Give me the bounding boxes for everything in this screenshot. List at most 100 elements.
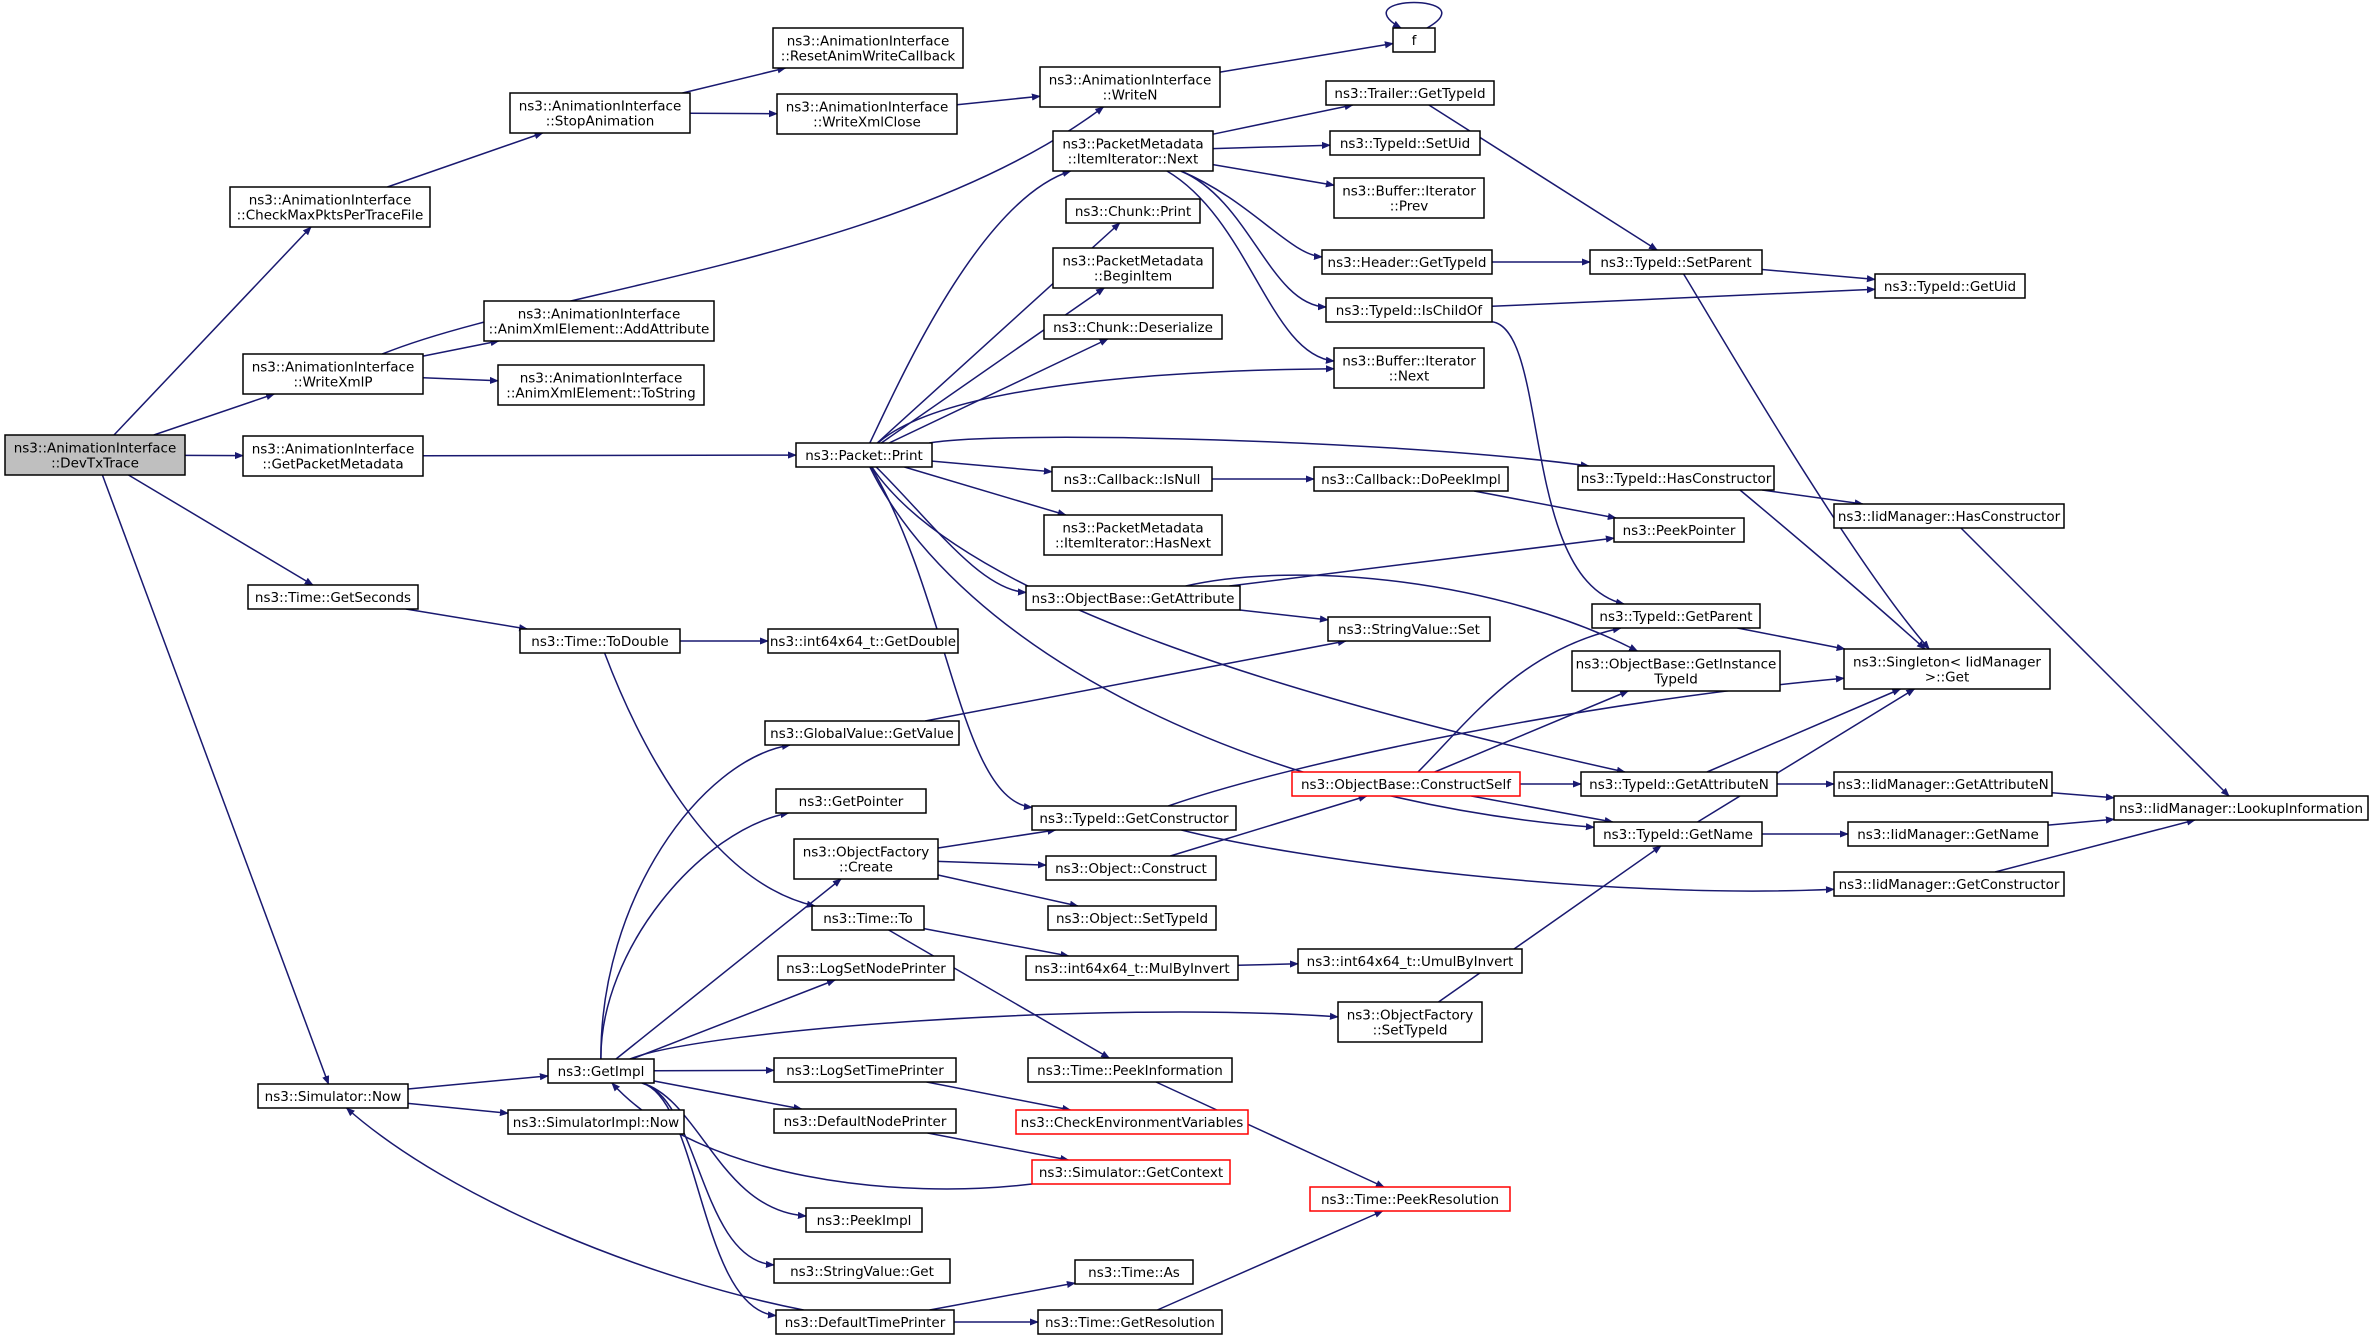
node-label: ns3::ObjectFactory <box>1347 1008 1474 1024</box>
node-getpointer[interactable]: ns3::GetPointer <box>775 788 927 814</box>
node-label: ns3::GetPointer <box>799 794 904 810</box>
node-timeto[interactable]: ns3::Time::To <box>811 905 925 931</box>
node-label: ns3::TypeId::IsChildOf <box>1336 303 1484 319</box>
node-label: ns3::TypeId::SetUid <box>1340 136 1470 152</box>
edge-setparent-to-getuid <box>1761 268 1876 283</box>
node-logsetnode[interactable]: ns3::LogSetNodePrinter <box>777 955 955 981</box>
node-addattr[interactable]: ns3::AnimationInterface::AnimXmlElement:… <box>483 300 715 342</box>
node-peekptr[interactable]: ns3::PeekPointer <box>1613 517 1745 543</box>
node-getres[interactable]: ns3::Time::GetResolution <box>1037 1309 1223 1335</box>
node-label: ns3::PeekPointer <box>1623 523 1736 539</box>
node-objfactsettype[interactable]: ns3::ObjectFactory::SetTypeId <box>1337 1001 1483 1043</box>
node-setparent[interactable]: ns3::TypeId::SetParent <box>1589 249 1763 275</box>
edge-deftimeprinter-to-simnow <box>345 1107 804 1311</box>
node-label: ::Prev <box>1390 199 1429 215</box>
node-cbisnull[interactable]: ns3::Callback::IsNull <box>1051 466 1213 492</box>
node-writexmlp[interactable]: ns3::AnimationInterface::WriteXmlP <box>242 353 424 395</box>
node-checkenv[interactable]: ns3::CheckEnvironmentVariables <box>1015 1109 1249 1135</box>
node-todouble[interactable]: ns3::Time::ToDouble <box>519 628 681 654</box>
node-box <box>1333 347 1485 389</box>
node-objconstruct[interactable]: ns3::Object::Construct <box>1045 855 1217 881</box>
node-hasconstructor[interactable]: ns3::TypeId::HasConstructor <box>1577 465 1775 491</box>
node-box <box>1027 1057 1233 1083</box>
node-bufnext[interactable]: ns3::Buffer::Iterator::Next <box>1333 347 1485 389</box>
edge-todouble-to-timeto <box>603 652 816 908</box>
node-writen[interactable]: ns3::AnimationInterface::WriteN <box>1039 66 1221 108</box>
node-constructself[interactable]: ns3::ObjectBase::ConstructSelf <box>1291 771 1521 797</box>
edge-getres-to-peekres <box>1156 1210 1384 1311</box>
node-iidhascons[interactable]: ns3::IidManager::HasConstructor <box>1833 503 2065 529</box>
node-chunkdeser[interactable]: ns3::Chunk::Deserialize <box>1043 314 1223 340</box>
node-mulbyinvert[interactable]: ns3::int64x64_t::MulByInvert <box>1025 955 1239 981</box>
node-logsettime[interactable]: ns3::LogSetTimePrinter <box>773 1057 957 1083</box>
node-hasnext[interactable]: ns3::PacketMetadata::ItemIterator::HasNe… <box>1043 514 1223 556</box>
node-setuid[interactable]: ns3::TypeId::SetUid <box>1329 130 1481 156</box>
node-singleton[interactable]: ns3::Singleton< IidManager>::Get <box>1843 648 2051 690</box>
node-peekimpl[interactable]: ns3::PeekImpl <box>805 1207 923 1233</box>
node-getcons[interactable]: ns3::TypeId::GetConstructor <box>1031 805 1237 831</box>
node-peekres[interactable]: ns3::Time::PeekResolution <box>1309 1186 1511 1212</box>
node-chunkprint[interactable]: ns3::Chunk::Print <box>1065 198 1201 224</box>
node-timeas[interactable]: ns3::Time::As <box>1074 1259 1194 1285</box>
node-stringget[interactable]: ns3::StringValue::Get <box>773 1258 951 1284</box>
edge-getcons-to-iidgetcons <box>1181 829 1835 894</box>
node-f[interactable]: f <box>1392 27 1436 53</box>
edge-getattribute-to-stringset <box>1239 609 1329 623</box>
node-itemnext[interactable]: ns3::PacketMetadata::ItemIterator::Next <box>1052 130 1214 172</box>
node-objfactcreate[interactable]: ns3::ObjectFactory::Create <box>793 838 939 880</box>
node-lookup[interactable]: ns3::IidManager::LookupInformation <box>2113 795 2369 821</box>
node-label: ns3::ObjectFactory <box>803 845 930 861</box>
node-getparent[interactable]: ns3::TypeId::GetParent <box>1591 603 1761 629</box>
node-check[interactable]: ns3::AnimationInterface::CheckMaxPktsPer… <box>229 186 431 228</box>
node-iidgetname[interactable]: ns3::IidManager::GetName <box>1847 821 2049 847</box>
node-getattrn[interactable]: ns3::TypeId::GetAttributeN <box>1580 771 1778 797</box>
edge-objfactcreate-to-getcons <box>937 827 1057 849</box>
node-peekinfo[interactable]: ns3::Time::PeekInformation <box>1027 1057 1233 1083</box>
node-packetprint[interactable]: ns3::Packet::Print <box>795 442 933 468</box>
node-resetanim[interactable]: ns3::AnimationInterface::ResetAnimWriteC… <box>772 27 964 69</box>
edge-hasconstructor-to-singleton <box>1739 489 1926 650</box>
node-defnodeprinter[interactable]: ns3::DefaultNodePrinter <box>773 1108 957 1134</box>
node-box <box>1015 1109 1249 1135</box>
node-box <box>773 1108 957 1134</box>
node-iidgetcons[interactable]: ns3::IidManager::GetConstructor <box>1833 871 2065 897</box>
node-getuid[interactable]: ns3::TypeId::GetUid <box>1874 273 2026 299</box>
edge-check-to-stopanim <box>387 132 544 188</box>
node-box <box>795 442 933 468</box>
node-umulbyinvert[interactable]: ns3::int64x64_t::UmulByInvert <box>1297 948 1523 974</box>
node-tostring[interactable]: ns3::AnimationInterface::AnimXmlElement:… <box>497 364 705 406</box>
node-iidgetattrn[interactable]: ns3::IidManager::GetAttributeN <box>1833 771 2053 797</box>
node-getimpl[interactable]: ns3::GetImpl <box>547 1058 655 1084</box>
node-label: ns3::AnimationInterface <box>252 360 415 376</box>
node-box <box>1329 130 1481 156</box>
node-getattribute[interactable]: ns3::ObjectBase::GetAttribute <box>1025 585 1241 611</box>
node-deftimeprinter[interactable]: ns3::DefaultTimePrinter <box>775 1309 955 1335</box>
node-stopanim[interactable]: ns3::AnimationInterface::StopAnimation <box>509 92 691 134</box>
node-objsettype[interactable]: ns3::Object::SetTypeId <box>1047 905 1217 931</box>
node-stringset[interactable]: ns3::StringValue::Set <box>1327 616 1491 642</box>
node-getname[interactable]: ns3::TypeId::GetName <box>1593 821 1763 847</box>
node-label: ns3::Singleton< IidManager <box>1853 655 2041 671</box>
node-box <box>1580 771 1778 797</box>
node-simgetctx[interactable]: ns3::Simulator::GetContext <box>1031 1159 1231 1185</box>
node-getdouble[interactable]: ns3::int64x64_t::GetDouble <box>767 628 959 654</box>
node-bufprev[interactable]: ns3::Buffer::Iterator::Prev <box>1333 177 1485 219</box>
node-simimplnow[interactable]: ns3::SimulatorImpl::Now <box>507 1109 685 1135</box>
node-simnow[interactable]: ns3::Simulator::Now <box>257 1083 409 1109</box>
node-label: ns3::TypeId::GetParent <box>1599 609 1752 625</box>
node-writexmlclose[interactable]: ns3::AnimationInterface::WriteXmlClose <box>776 93 958 135</box>
edge-getimpl-to-objfactcreate <box>615 878 842 1060</box>
node-getpm[interactable]: ns3::AnimationInterface::GetPacketMetada… <box>242 435 424 477</box>
node-label: ::WriteXmlP <box>293 375 372 391</box>
node-getseconds[interactable]: ns3::Time::GetSeconds <box>247 584 419 610</box>
node-box <box>805 1207 923 1233</box>
node-trailer[interactable]: ns3::Trailer::GetTypeId <box>1325 80 1495 106</box>
node-dopeek[interactable]: ns3::Callback::DoPeekImpl <box>1313 466 1509 492</box>
edge-packetprint-to-itemnext <box>869 170 1072 444</box>
node-header[interactable]: ns3::Header::GetTypeId <box>1321 249 1493 275</box>
node-ischildof[interactable]: ns3::TypeId::IsChildOf <box>1325 297 1493 323</box>
node-beginitem[interactable]: ns3::PacketMetadata::BeginItem <box>1052 247 1214 289</box>
node-root[interactable]: ns3::AnimationInterface::DevTxTrace <box>4 434 186 476</box>
node-globalget[interactable]: ns3::GlobalValue::GetValue <box>764 720 960 746</box>
